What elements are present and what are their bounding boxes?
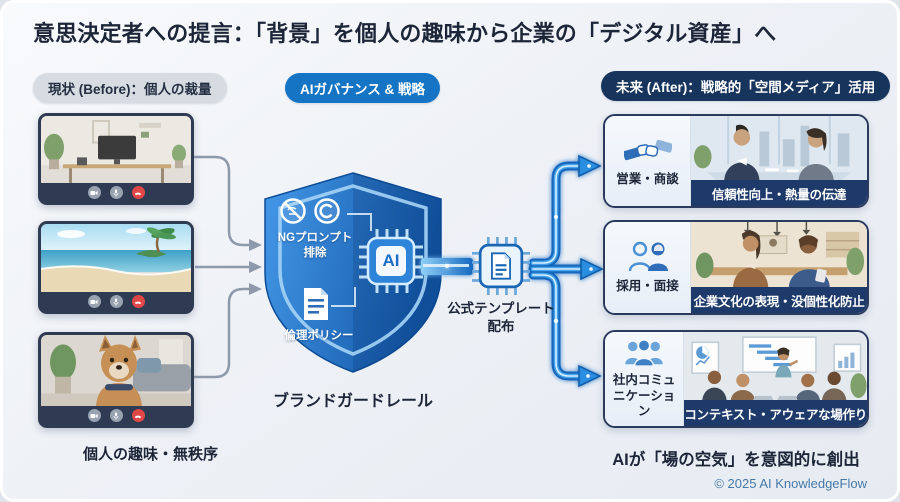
video-window-home-office: [38, 113, 194, 205]
mic-icon: [109, 186, 123, 199]
card-sales-label: 営業・商談: [616, 171, 679, 186]
after-caption: AIが「場の空気」を意図的に創出: [612, 451, 860, 469]
card-internal-comms-caption: コンテキスト・アウェアな場作り: [684, 400, 867, 426]
card-sales-caption: 信頼性向上・熱量の伝達: [691, 180, 867, 206]
governance-badge: AIガバナンス & 戦略: [285, 73, 440, 103]
end-call-icon: [131, 409, 145, 422]
card-recruiting-caption: 企業文化の表現・没個性化防止: [691, 287, 867, 313]
mic-icon: [109, 409, 123, 422]
template-label: 公式テンプレート 配布: [447, 301, 555, 334]
template-chip-icon: [472, 237, 530, 295]
video-window-beach: [38, 221, 194, 314]
business-meeting-image: [691, 116, 867, 180]
group-icon: [625, 339, 663, 367]
card-recruiting-left: 採用・面接: [605, 222, 691, 313]
copyright-icon: [314, 198, 340, 224]
shield-caption: ブランドガードレール: [272, 393, 433, 410]
card-sales-left: 営業・商談: [605, 116, 691, 206]
interview-office-image: [691, 222, 867, 287]
mic-icon: [109, 295, 123, 308]
handshake-icon: [623, 139, 672, 160]
brand-guardrail-shield: NGプロンプト 排除 倫理ポリシー AI: [257, 169, 449, 381]
page-title: 意思決定者への提言：「背景」を個人の趣味から企業の「デジタル資産」へ: [33, 21, 777, 46]
team-workshop-image: [684, 332, 867, 400]
ai-chip-icon: AI: [359, 229, 423, 293]
end-call-icon: [131, 186, 145, 199]
card-recruiting: 採用・面接: [603, 220, 869, 315]
card-sales: 営業・商談: [603, 114, 869, 208]
card-recruiting-label: 採用・面接: [616, 279, 679, 294]
ng-prompt-label: NGプロンプト 排除: [277, 232, 353, 259]
before-caption: 個人の趣味・無秩序: [82, 446, 218, 463]
interview-persons-icon: [628, 241, 668, 272]
video-window-dog: [38, 332, 194, 428]
card-internal-comms-left: 社内コミュ ニケーション: [605, 332, 685, 426]
call-control-bar: [41, 406, 191, 425]
before-badge: 現状 (Before)：個人の裁量: [33, 73, 227, 103]
ethics-policy-label: 倫理ポリシー: [284, 330, 354, 342]
end-call-icon: [131, 295, 145, 308]
camera-icon: [87, 409, 101, 422]
copyright-text: © 2025 AI KnowledgeFlow: [714, 476, 867, 491]
after-badge: 未来 (After)：戦略的「空間メディア」活用: [601, 71, 891, 101]
document-icon: [304, 288, 328, 320]
camera-icon: [87, 295, 101, 308]
ng-prohibition-icon: [280, 198, 306, 224]
home-office-image: [41, 116, 191, 183]
official-template-block: 公式テンプレート 配布: [437, 237, 565, 335]
card-internal-comms-label: 社内コミュ ニケーション: [612, 373, 676, 419]
call-control-bar: [41, 183, 191, 202]
camera-icon: [87, 186, 101, 199]
beach-image: [41, 224, 191, 292]
dog-image: [41, 335, 191, 406]
ai-chip-label: AI: [382, 251, 400, 270]
card-internal-comms: 社内コミュ ニケーション: [603, 330, 869, 428]
call-control-bar: [41, 292, 191, 311]
